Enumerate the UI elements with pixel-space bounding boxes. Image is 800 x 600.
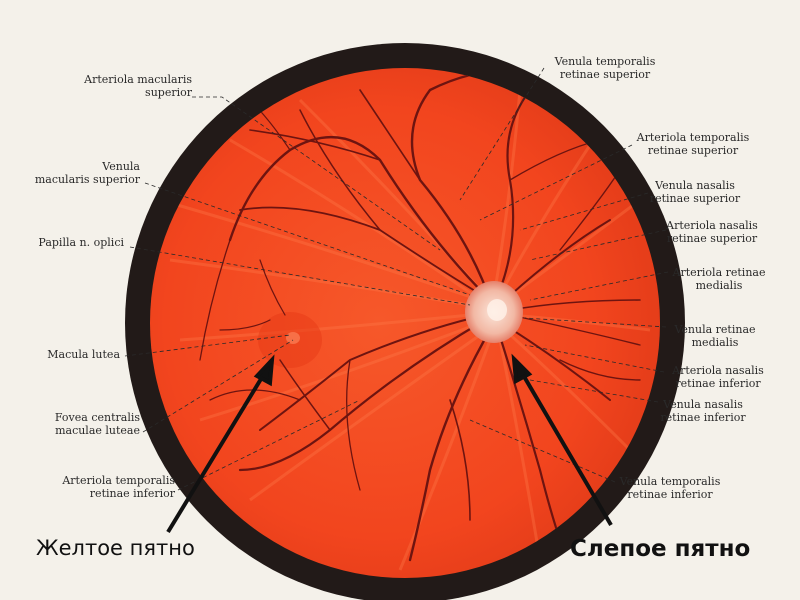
- optic-cup: [487, 299, 507, 321]
- label-arteriola-nasalis-superior: Arteriola nasalis retinae superior: [657, 219, 767, 245]
- label-venula-nasalis-superior: Venula nasalis retinae superior: [640, 179, 750, 205]
- label-fovea-centralis: Fovea centralis maculae luteae: [55, 411, 140, 437]
- label-venula-macularis-superior: Venula macularis superior: [35, 160, 140, 186]
- fovea-centralis-spot: [286, 332, 300, 344]
- label-arteriola-temporalis-superior: Arteriola temporalis retinae superior: [628, 131, 758, 157]
- caption-yellow-spot: Желтое пятно: [36, 536, 195, 560]
- label-arteriola-retinae-medialis: Arteriola retinae medialis: [664, 266, 774, 292]
- label-macula-lutea: Macula lutea: [47, 348, 120, 361]
- label-arteriola-nasalis-inferior: Arteriola nasalis retinae inferior: [658, 364, 778, 390]
- label-venula-retinae-medialis: Venula retinae medialis: [660, 323, 770, 349]
- label-papilla-n-optici: Papilla n. oplici: [38, 236, 124, 249]
- label-venula-temporalis-superior: Venula temporalis retinae superior: [540, 55, 670, 81]
- label-venula-temporalis-inferior: Venula temporalis retinae inferior: [605, 475, 735, 501]
- label-arteriola-macularis-superior: Arteriola macularis superior: [84, 73, 192, 99]
- label-arteriola-temporalis-inferior: Arteriola temporalis retinae inferior: [62, 474, 175, 500]
- label-venula-nasalis-inferior: Venula nasalis retinae inferior: [648, 398, 758, 424]
- caption-blind-spot: Слепое пятно: [570, 536, 750, 562]
